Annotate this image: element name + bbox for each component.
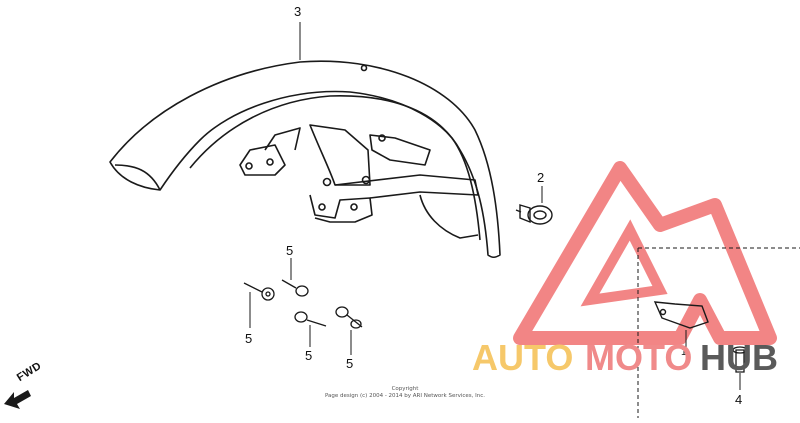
small-bolt	[732, 346, 748, 373]
fender-bracket	[653, 301, 709, 329]
callout-bolt: 5	[346, 356, 354, 371]
rubber-cushion	[515, 204, 553, 225]
copyright-line: Copyright	[391, 386, 419, 392]
copyright-notice: Copyright Page design (c) 2004 - 2014 by…	[270, 386, 540, 400]
copyright-line: Page design (c) 2004 - 2014 by ARI Netwo…	[324, 393, 486, 400]
bolt-c	[294, 311, 327, 327]
callout-bolt: 5	[305, 348, 313, 363]
inset-frame	[637, 247, 800, 418]
bolt-a	[243, 282, 275, 301]
callout-rubber-cushion: 2	[537, 170, 545, 185]
watermark-word-auto: AUTO	[472, 337, 574, 378]
bolt-leaders	[249, 258, 352, 355]
callout-fender: 3	[294, 4, 302, 19]
front-fender	[109, 60, 501, 259]
callout-bracket: 1	[681, 347, 687, 358]
fwd-arrow-icon	[4, 390, 31, 409]
watermark-word-hub: HUB	[700, 337, 778, 378]
watermark-word-moto: MOTO	[585, 337, 693, 378]
bolt-group	[243, 279, 363, 329]
bolt-d	[335, 306, 363, 329]
callout-bolt: 5	[286, 243, 294, 258]
callout-bracket-hardware: 4	[735, 392, 743, 407]
callout-bolt: 5	[245, 331, 253, 346]
bolt-b	[281, 279, 309, 297]
watermark-logo	[513, 161, 777, 345]
